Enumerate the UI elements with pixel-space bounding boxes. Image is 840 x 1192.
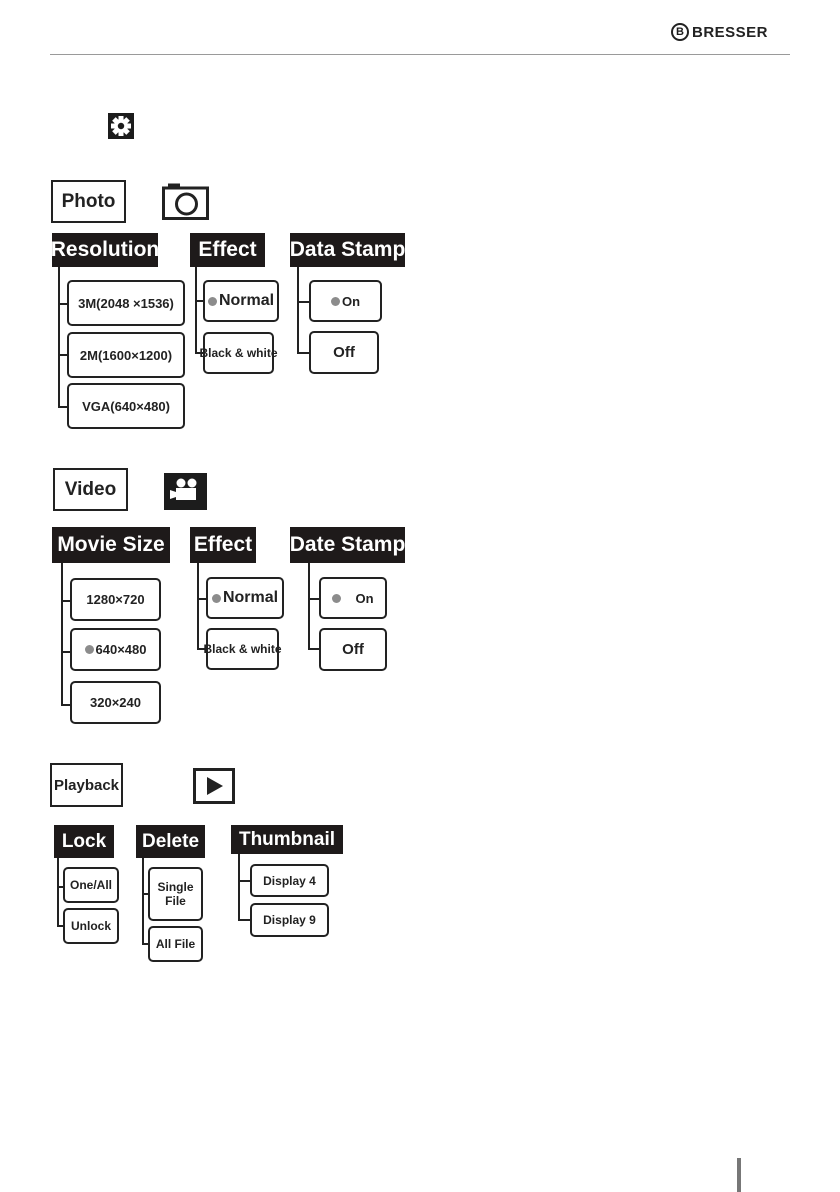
photo-effect-option-normal[interactable]: Normal xyxy=(203,280,279,322)
connector-line xyxy=(308,563,310,649)
brand-logo: B BRESSER xyxy=(671,21,768,43)
thumbnail-option-display-9[interactable]: Display 9 xyxy=(250,903,329,937)
selected-dot xyxy=(208,297,217,306)
video-effect-option-normal[interactable]: Normal xyxy=(206,577,284,619)
connector-line xyxy=(58,267,60,407)
video-camera-icon xyxy=(164,473,207,510)
video-effect-label: Effect xyxy=(190,527,256,563)
thumbnail-label: Thumbnail xyxy=(231,825,343,854)
connector-line xyxy=(197,563,199,649)
connector-line xyxy=(297,267,299,353)
option-label: Normal xyxy=(223,589,278,607)
resolution-label: Resolution xyxy=(52,233,158,267)
video-mode-title: Video xyxy=(53,468,128,511)
selected-dot xyxy=(331,297,340,306)
photo-effect-label: Effect xyxy=(190,233,265,267)
lock-option-one-all[interactable]: One/All xyxy=(63,867,119,903)
movie-size-option-640x480[interactable]: 640×480 xyxy=(70,628,161,671)
date-stamp-label: Date Stamp xyxy=(290,527,405,563)
gear-icon xyxy=(108,113,134,139)
resolution-option-vga[interactable]: VGA(640×480) xyxy=(67,383,185,429)
connector-line xyxy=(57,858,59,926)
data-stamp-label: Data Stamp xyxy=(290,233,405,267)
connector-line xyxy=(61,563,63,705)
photo-mode-title: Photo xyxy=(51,180,126,223)
photo-effect-option-black-white[interactable]: Black & white xyxy=(203,332,274,374)
video-effect-option-black-white[interactable]: Black & white xyxy=(206,628,279,670)
option-label: On xyxy=(342,294,360,309)
connector-line xyxy=(195,267,197,353)
lock-option-unlock[interactable]: Unlock xyxy=(63,908,119,944)
resolution-option-2m[interactable]: 2M(1600×1200) xyxy=(67,332,185,378)
selected-dot xyxy=(212,594,221,603)
option-label: 640×480 xyxy=(96,642,147,657)
playback-mode-title: Playback xyxy=(50,763,123,807)
lock-label: Lock xyxy=(54,825,114,858)
brand-name: BRESSER xyxy=(692,24,768,41)
movie-size-option-320x240[interactable]: 320×240 xyxy=(70,681,161,724)
movie-size-option-1280x720[interactable]: 1280×720 xyxy=(70,578,161,621)
header-rule xyxy=(50,54,790,55)
thumbnail-option-display-4[interactable]: Display 4 xyxy=(250,864,329,897)
camera-icon xyxy=(162,182,209,220)
data-stamp-option-on[interactable]: On xyxy=(309,280,382,322)
date-stamp-option-on[interactable]: On xyxy=(319,577,387,619)
delete-label: Delete xyxy=(136,825,205,858)
connector-line xyxy=(238,854,240,920)
play-icon xyxy=(193,768,235,804)
page-marker-bar xyxy=(737,1158,741,1192)
brand-mark: B xyxy=(671,23,689,41)
option-label: Normal xyxy=(219,292,274,310)
movie-size-label: Movie Size xyxy=(52,527,170,563)
data-stamp-option-off[interactable]: Off xyxy=(309,331,379,374)
date-stamp-option-off[interactable]: Off xyxy=(319,628,387,671)
selected-dot xyxy=(332,594,341,603)
delete-option-all-file[interactable]: All File xyxy=(148,926,203,962)
delete-option-single-file[interactable]: Single File xyxy=(148,867,203,921)
resolution-option-3m[interactable]: 3M(2048 ×1536) xyxy=(67,280,185,326)
option-label: On xyxy=(355,591,373,606)
connector-line xyxy=(142,858,144,944)
selected-dot xyxy=(85,645,94,654)
